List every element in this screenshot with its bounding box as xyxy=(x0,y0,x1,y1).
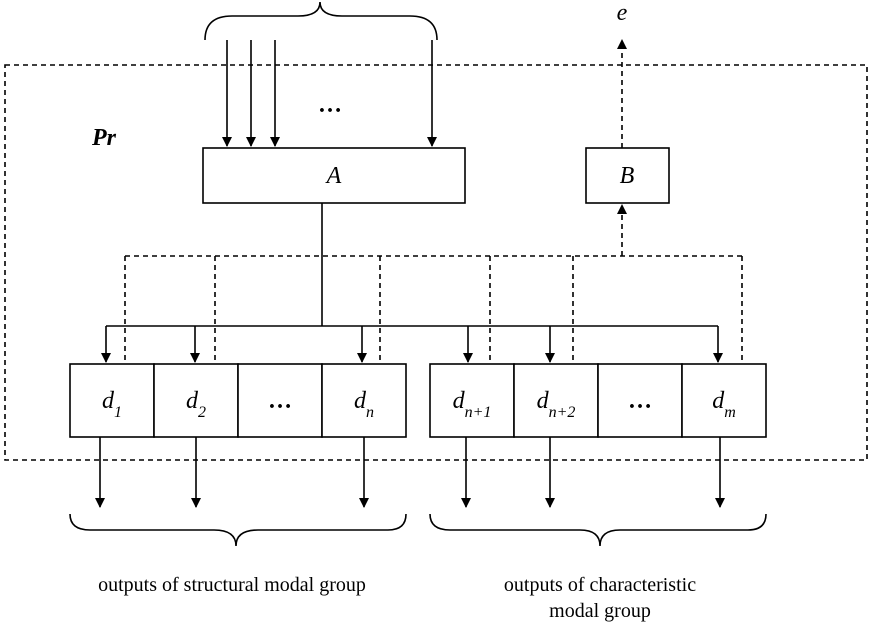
pr-boundary xyxy=(4,64,868,461)
cell xyxy=(237,363,323,438)
structural-brace xyxy=(69,513,407,547)
cell-label: dn+2 xyxy=(537,388,576,421)
block-b-label: B xyxy=(620,163,635,189)
characteristic-caption-line1: outputs of characteristic xyxy=(504,574,696,596)
cell xyxy=(513,363,599,438)
input-arrows xyxy=(222,40,437,147)
cell-label: dn+1 xyxy=(453,388,492,421)
cell xyxy=(429,363,515,438)
cell-label: dn xyxy=(354,388,374,421)
control-distribution xyxy=(101,203,723,363)
characteristic-caption-line2: modal group xyxy=(549,600,651,622)
block-a-label: A xyxy=(325,163,342,189)
feedback-lines xyxy=(124,204,743,364)
output-arrows xyxy=(95,437,725,508)
block-b xyxy=(585,147,670,204)
cell-label: … xyxy=(268,388,292,414)
input-ellipsis: … xyxy=(318,92,342,118)
structural-group-cells: d1 d2 … dn xyxy=(69,363,407,438)
cell-label: d1 xyxy=(102,388,122,421)
cell-label: d2 xyxy=(186,388,206,421)
characteristic-group-cells: dn+1 dn+2 … dm xyxy=(429,363,767,438)
block-a xyxy=(202,147,466,204)
cell xyxy=(321,363,407,438)
cell-label: dm xyxy=(712,388,736,421)
characteristic-brace xyxy=(429,513,767,547)
structural-caption: outputs of structural modal group xyxy=(98,574,366,596)
cell xyxy=(681,363,767,438)
cell-label: … xyxy=(628,388,652,414)
cell xyxy=(69,363,155,438)
e-label: e xyxy=(617,0,628,26)
input-brace xyxy=(204,1,438,41)
pr-label: Pr xyxy=(91,125,117,151)
